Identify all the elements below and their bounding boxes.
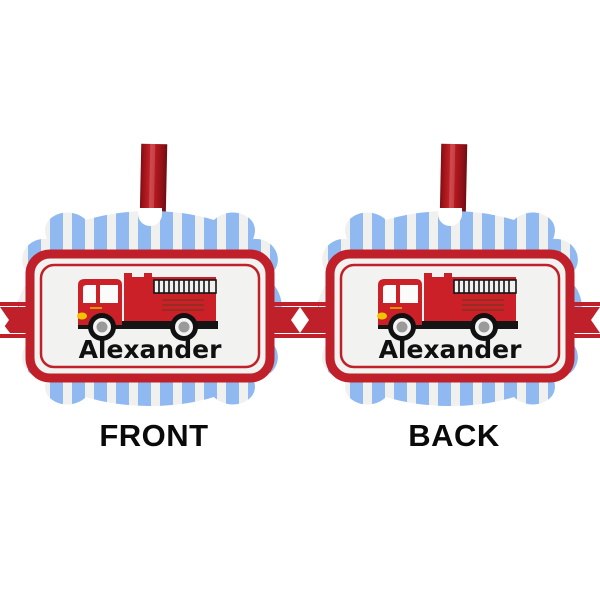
ornament-plaque-front: Alexander [0,208,300,420]
card-inner-border-back [339,263,561,369]
ladder-icon [453,279,517,294]
wheel-rear-icon [170,313,198,341]
view-label-back: BACK [408,418,500,453]
view-label-front: FRONT [99,418,209,453]
firetruck-icon-back [377,273,518,341]
personalized-name-back: Alexander [379,335,523,364]
ornament-back[interactable]: Alexander BACK [300,0,600,600]
firetruck-icon-front [77,273,218,341]
ornament-front[interactable]: Alexander FRONT [0,0,300,600]
wheel-front-icon [88,313,116,341]
ladder-icon [153,279,217,294]
personalized-name-front: Alexander [79,335,223,364]
card-inner-border-front [39,263,261,369]
ribbon-notch-front [138,208,162,226]
ornament-plaque-back: Alexander [300,208,600,420]
wheel-rear-icon [470,313,498,341]
ribbon-notch-back [438,208,462,226]
wheel-front-icon [388,313,416,341]
